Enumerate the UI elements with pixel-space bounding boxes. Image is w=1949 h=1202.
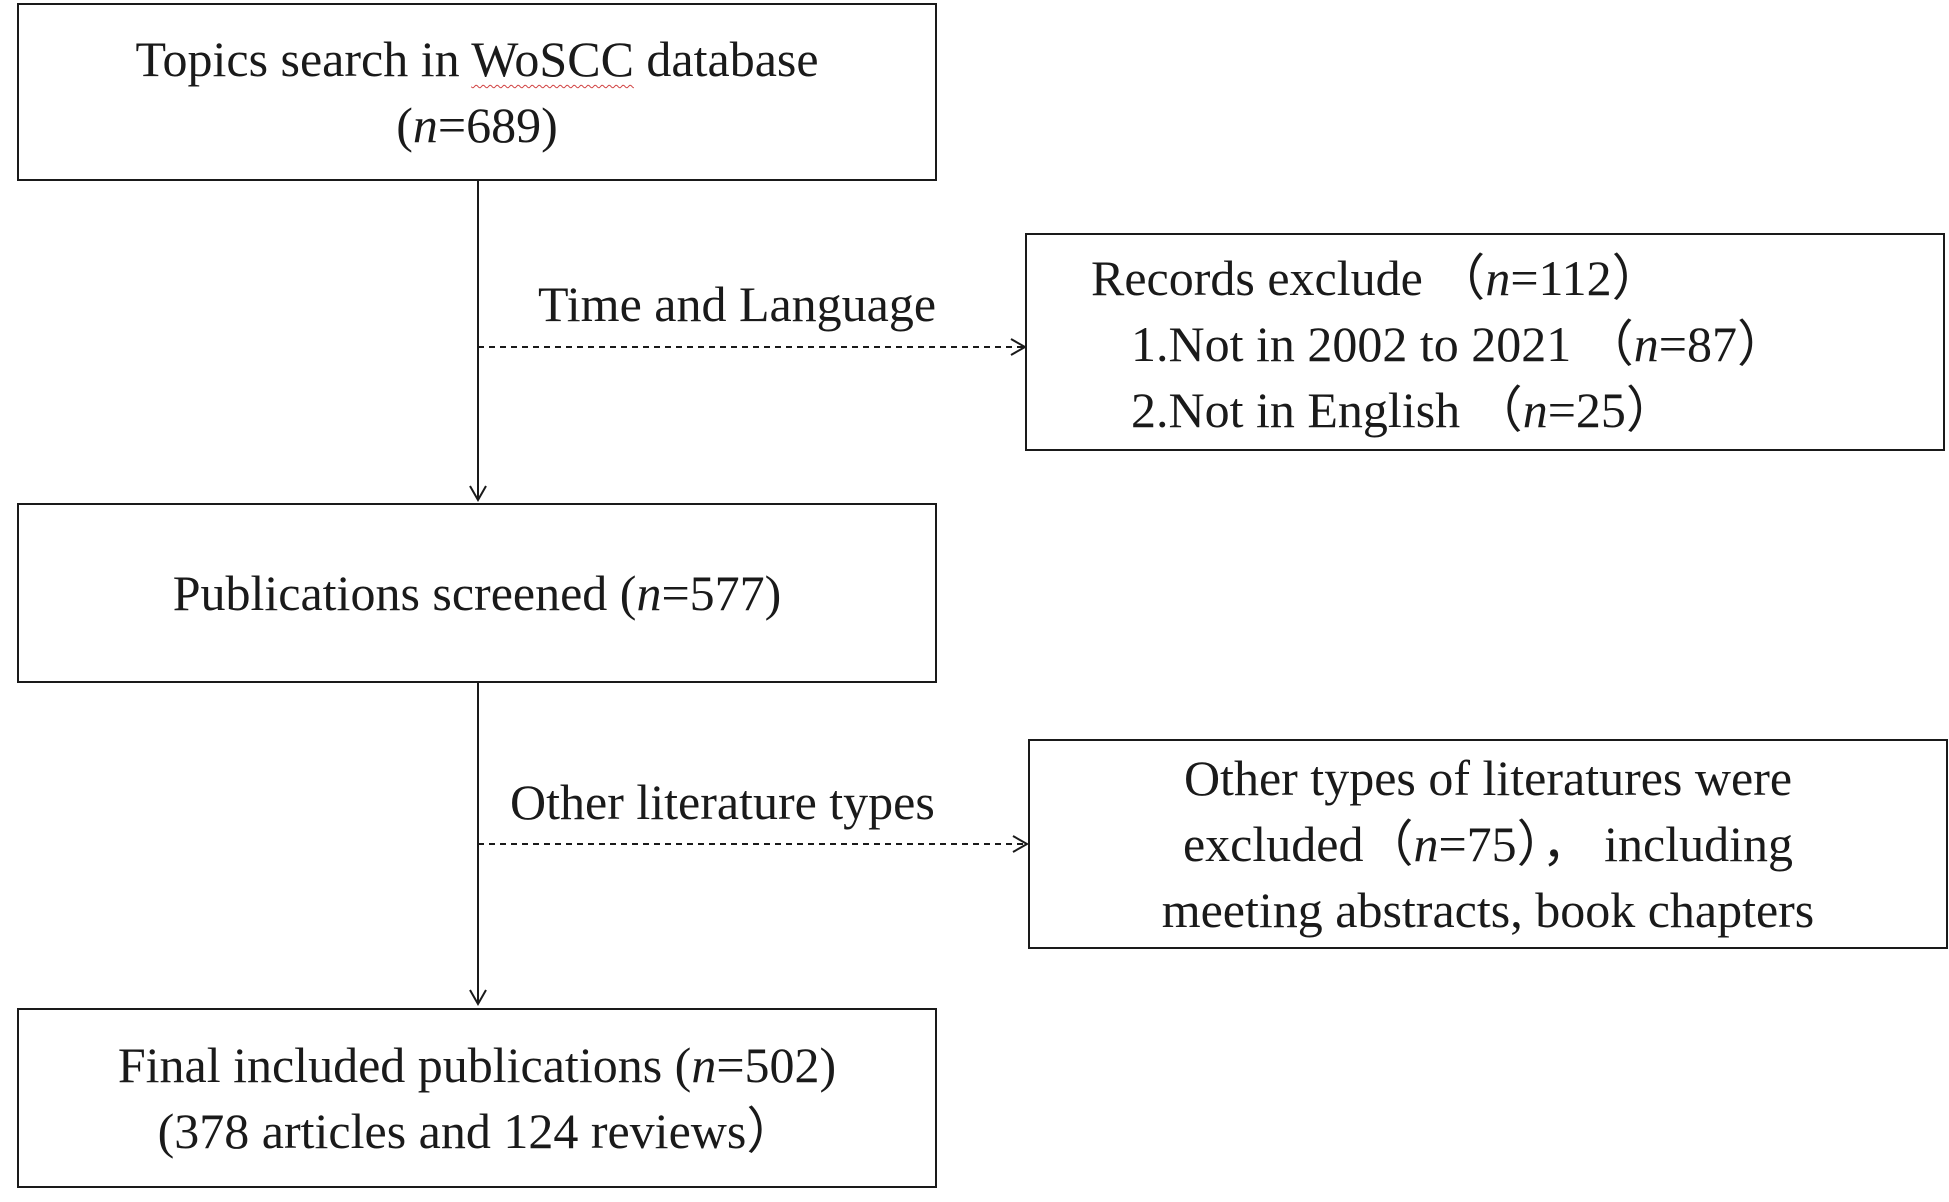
excluded-types-node: Other types of literatures were excluded… (1028, 739, 1948, 949)
search-line-1: Topics search in WoSCC database (135, 26, 818, 92)
excluded-total-count: =112） (1510, 250, 1662, 306)
excluded-types-line-1: Other types of literatures were (1183, 750, 1793, 806)
screened-node: Publications screened (n=577) (17, 503, 937, 683)
edge-label-time-language: Time and Language (538, 276, 937, 332)
excluded-time-language-node: Records exclude （n=112） 1.Not in 2002 to… (1025, 233, 1945, 451)
final-line-1: Final included publications (n=502) (117, 1037, 837, 1093)
excluded-item-language: 2.Not in English （n=25） (1131, 382, 1676, 438)
excluded-types-count: =75）， including (1438, 816, 1794, 872)
excluded-title: Records exclude （n=112） (1091, 250, 1662, 306)
edge-label-other-types: Other literature types (510, 774, 935, 830)
search-count: =689) (437, 97, 558, 153)
excluded-types-line-3: meeting abstracts, book chapters (1161, 882, 1815, 938)
search-text-prefix: Topics search in (135, 31, 472, 87)
screened-text: Publications screened (n=577) (172, 565, 782, 621)
final-node: Final included publications (n=502) (378… (17, 1008, 937, 1188)
search-text-suffix: database (633, 31, 819, 87)
database-name: WoSCC (471, 31, 634, 87)
excluded-types-line-2: excluded（n=75）， including (1182, 816, 1794, 872)
screened-count: =577) (661, 565, 782, 621)
excluded-item-years: 1.Not in 2002 to 2021 （n=87） (1131, 316, 1787, 372)
final-count: =502) (716, 1037, 837, 1093)
search-line-2: (n=689) (396, 97, 558, 153)
search-node: Topics search in WoSCC database (n=689) (17, 3, 937, 181)
final-line-2: (378 articles and 124 reviews） (157, 1103, 797, 1159)
